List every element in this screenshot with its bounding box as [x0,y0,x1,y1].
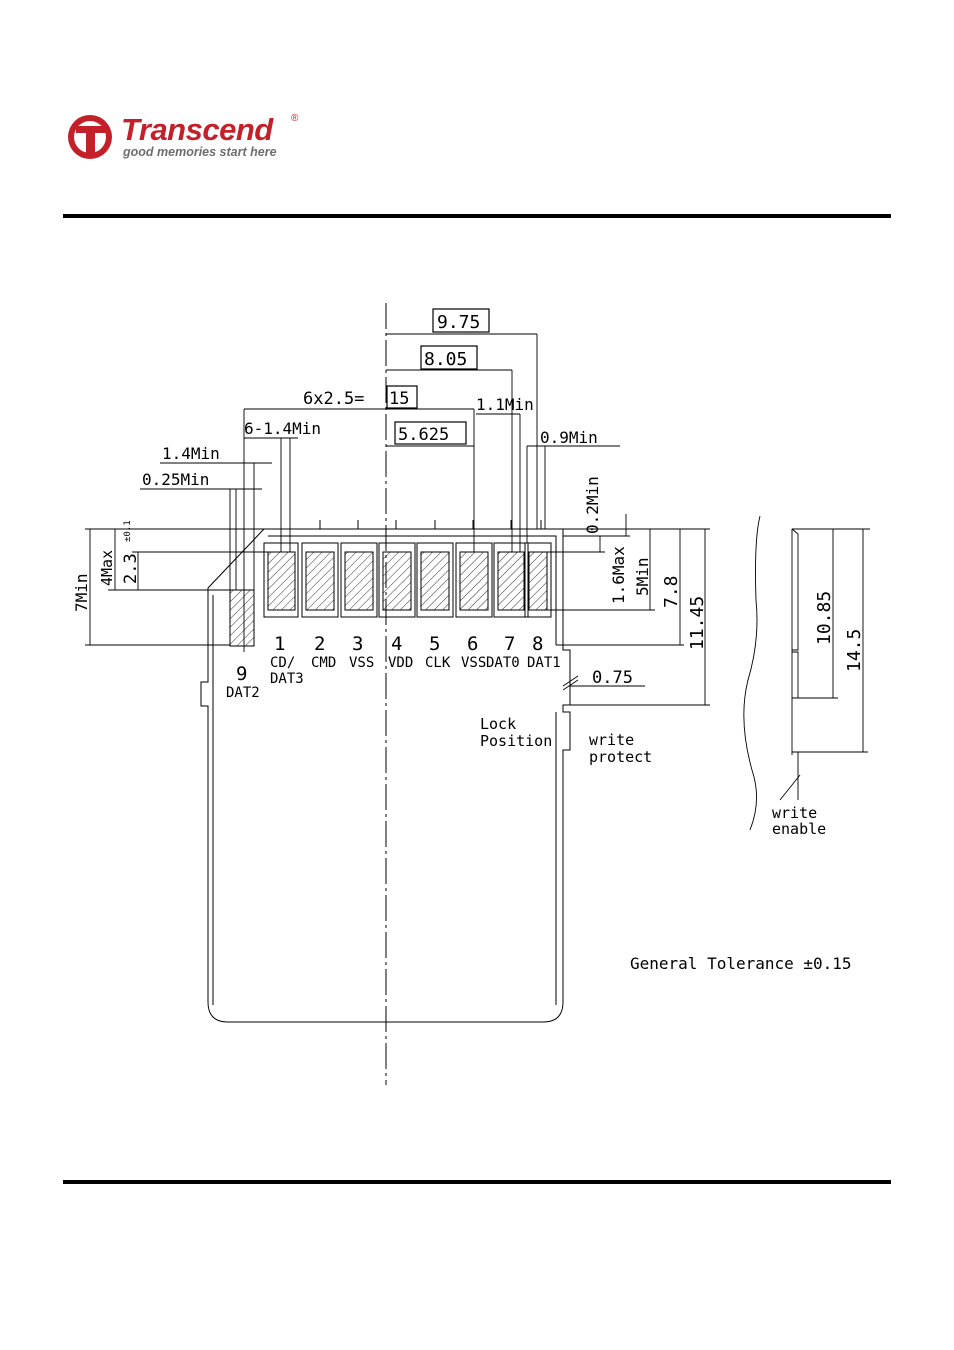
contact-pad-9 [230,590,254,646]
dim-1-1min: 1.1Min [476,395,534,414]
lock-position-label: Lock [480,715,516,733]
dim-5min: 5Min [633,557,652,596]
contact-pad-5 [421,552,449,610]
pin-6-number: 6 [467,633,478,655]
card-side-profile [744,516,798,830]
dim-14-5: 14.5 [844,629,865,672]
lock-position-label-line2: Position [480,732,552,750]
dim-2-3-tolerance: ±0.1 [123,520,133,542]
pin-6-label: VSS [461,655,486,671]
pin-2-number: 2 [314,633,325,655]
pin-1-label-line2: DAT3 [270,671,304,687]
pin-8-number: 8 [532,633,543,655]
pin-1-label: CD/ [270,655,295,671]
dim-1-6max: 1.6Max [609,546,628,604]
pin-4-number: 4 [391,633,402,655]
pin-7-number: 7 [504,633,515,655]
contact-pad-8 [529,552,547,610]
write-protect-label-line2: protect [589,748,652,766]
pin-7-label: DAT0 [486,655,520,671]
general-tolerance-note: General Tolerance ±0.15 [630,954,852,973]
pin-4-label: VDD [388,655,413,671]
dim-6-1-4min: 6-1.4Min [244,419,321,438]
dim-pitch-prefix: 6x2.5= [303,389,364,409]
write-enable-label-line2: enable [772,820,826,838]
dim-9-75: 9.75 [437,312,480,333]
dim-5-625: 5.625 [398,425,449,445]
pin-9-label: DAT2 [226,685,260,701]
dim-7min: 7Min [72,573,91,612]
write-protect-label: write [589,731,634,749]
dim-1-4min: 1.4Min [162,444,220,463]
dim-10-85: 10.85 [814,591,835,645]
dim-0-9min: 0.9Min [540,428,598,447]
pin-3-label: VSS [349,655,374,671]
pin-3-number: 3 [352,633,363,655]
dim-4max: 4Max [98,550,116,586]
pin-2-label: CMD [311,655,336,671]
contact-pad-7 [498,552,524,610]
pin-8-label: DAT1 [527,655,561,671]
contact-pad-6 [460,552,488,610]
dim-11-45: 11.45 [687,596,708,650]
contact-pad-1 [268,552,295,610]
pin-9-number: 9 [236,663,247,685]
contact-pad-4 [383,552,411,610]
dim-0-75: 0.75 [592,668,633,688]
dim-0-2min: 0.2Min [583,476,602,534]
pin-5-label: CLK [425,655,451,671]
contact-pad-2 [306,552,334,610]
dim-0-25min: 0.25Min [142,470,209,489]
contact-pad-3 [345,552,373,610]
dim-pitch-total: 15 [389,389,409,409]
dim-2-3: 2.3 [121,553,141,584]
pin-5-number: 5 [429,633,440,655]
dim-8-05: 8.05 [424,349,467,370]
dim-7-8: 7.8 [661,575,682,608]
pin-1-number: 1 [274,633,285,655]
